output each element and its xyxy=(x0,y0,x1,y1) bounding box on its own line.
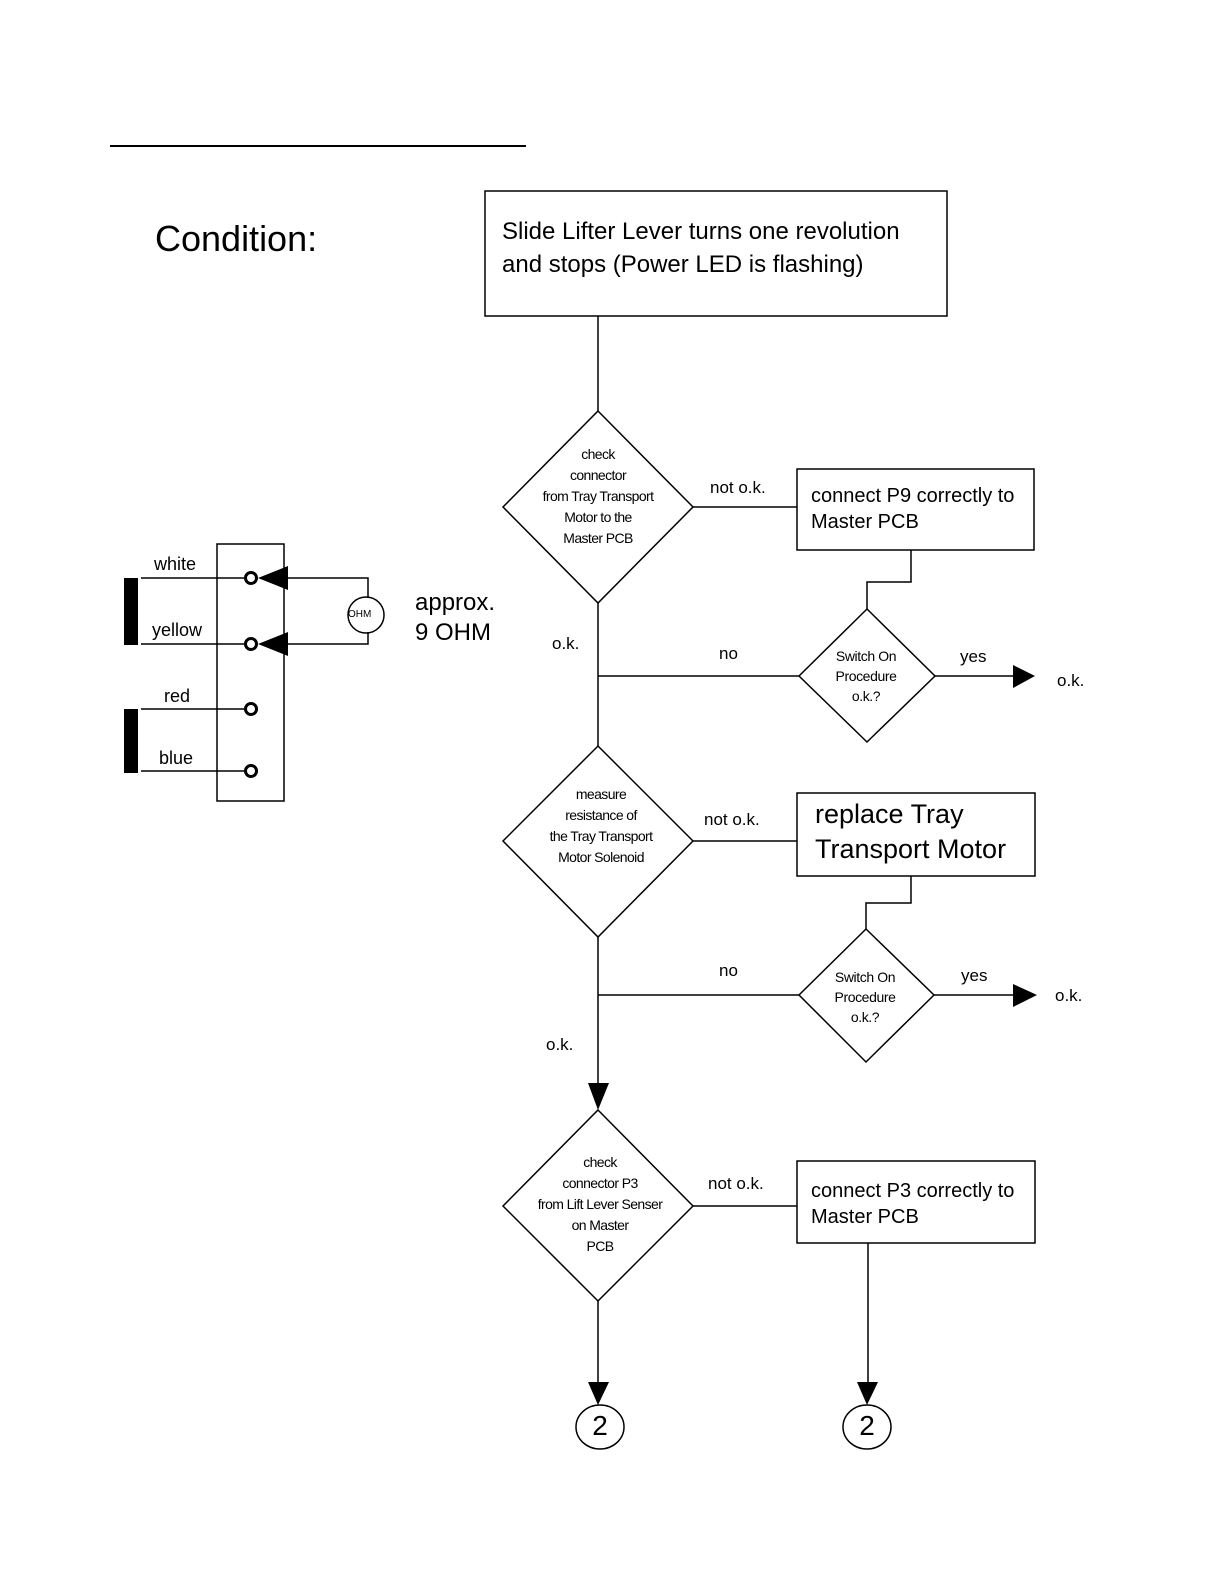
decision2-text: measure resistance of the Tray Transport… xyxy=(550,784,653,868)
diamond-line: connector xyxy=(569,467,627,483)
offpage-connector-left-label: 2 xyxy=(592,1410,608,1441)
offpage-connector-left xyxy=(575,1404,625,1450)
diamond-line: Master PCB xyxy=(563,530,633,546)
switch1-yes-label: yes xyxy=(960,647,987,666)
decision1-text: check connector from Tray Transport Moto… xyxy=(543,444,654,549)
diamond-line: connector P3 xyxy=(562,1175,638,1191)
start-box-line: and stops (Power LED is flashing) xyxy=(502,251,864,278)
decision3-no-label: not o.k. xyxy=(708,1174,764,1193)
decision1-yes-label: o.k. xyxy=(552,634,580,653)
arrow-head-right xyxy=(1013,665,1035,688)
probe-lead-bottom xyxy=(284,632,369,645)
switch1-result: o.k. xyxy=(1057,671,1085,690)
diamond-line: from Tray Transport xyxy=(542,488,654,504)
arrow-head-down xyxy=(588,1382,609,1405)
action3-box: connect P3 correctly to Master PCB xyxy=(811,1178,1014,1230)
diamond-line: measure xyxy=(575,786,627,802)
diamond-line: Procedure xyxy=(834,989,896,1005)
terminal-white xyxy=(244,571,258,585)
action-line: Master PCB xyxy=(811,1206,919,1228)
switch2-diamond xyxy=(797,927,936,1064)
switch2-text: Switch On Procedure o.k.? xyxy=(835,967,896,1027)
terminal-yellow xyxy=(244,637,258,651)
action-line: replace Tray xyxy=(815,799,964,829)
action2-to-switch2-line xyxy=(865,876,912,929)
decision2-yes-label: o.k. xyxy=(546,1035,574,1054)
action3-frame xyxy=(796,1160,1036,1244)
offpage-connector-right-label: 2 xyxy=(859,1410,875,1441)
diamond-line: PCB xyxy=(586,1238,615,1254)
diamond-line: check xyxy=(583,1154,617,1170)
diamond-line: Procedure xyxy=(835,668,897,684)
ohm-meter xyxy=(347,596,385,634)
switch1-diamond xyxy=(797,607,937,744)
diamond-line: Switch On xyxy=(834,969,896,985)
arrow-head-down xyxy=(857,1382,878,1405)
diamond-line: check xyxy=(581,446,615,462)
switch1-text: Switch On Procedure o.k.? xyxy=(836,646,897,706)
action2-box: replace Tray Transport Motor xyxy=(815,797,1006,867)
diamond-line: on Master xyxy=(571,1217,629,1233)
resistance-reading: approx. 9 OHM xyxy=(415,588,495,648)
action1-frame xyxy=(796,468,1035,551)
wire-label-yellow: yellow xyxy=(152,620,203,640)
start-box-line: Slide Lifter Lever turns one revolution xyxy=(502,218,900,245)
wire-label-white: white xyxy=(154,554,197,574)
decision3-text: check connector P3 from Lift Lever Sense… xyxy=(538,1152,663,1257)
diamond-line: resistance of xyxy=(565,807,637,823)
diamond-line: Motor to the xyxy=(564,509,632,525)
terminal-blue xyxy=(244,764,258,778)
diamond-line: o.k.? xyxy=(851,688,881,704)
arrow-head-down xyxy=(588,1083,609,1110)
cable-clamp xyxy=(124,709,138,773)
switch2-yes-label: yes xyxy=(961,966,988,985)
decision1-no-label: not o.k. xyxy=(710,478,766,497)
diamond-line: from Lift Lever Senser xyxy=(537,1196,663,1212)
reading-line: 9 OHM xyxy=(415,619,492,646)
action-line: connect P3 correctly to xyxy=(811,1180,1015,1202)
action-line: Transport Motor xyxy=(815,834,1007,864)
ohm-meter-label: OHM xyxy=(348,609,372,620)
action1-to-switch1-line xyxy=(866,550,912,609)
start-box: Slide Lifter Lever turns one revolution … xyxy=(502,215,900,281)
arrow-head-right xyxy=(1013,984,1037,1007)
connector-block xyxy=(216,543,285,802)
probe-tip xyxy=(258,566,288,590)
start-box-frame xyxy=(484,190,948,317)
terminal-red xyxy=(244,702,258,716)
cable-clamp xyxy=(124,578,138,645)
decision2-no-label: not o.k. xyxy=(704,810,760,829)
probe-tip xyxy=(258,632,288,656)
wire-label-blue: blue xyxy=(159,748,194,768)
action-line: Master PCB xyxy=(811,511,919,533)
action1-box: connect P9 correctly to Master PCB xyxy=(811,483,1014,535)
diamond-line: Motor Solenoid xyxy=(558,849,644,865)
diamond-line: Switch On xyxy=(835,648,897,664)
diamond-line: o.k.? xyxy=(850,1009,880,1025)
condition-heading: Condition: xyxy=(155,218,318,259)
switch1-no-label: no xyxy=(719,644,738,663)
switch2-no-label: no xyxy=(719,961,738,980)
reading-line: approx. xyxy=(415,589,496,616)
action-line: connect P9 correctly to xyxy=(811,485,1015,507)
diamond-line: the Tray Transport xyxy=(549,828,653,844)
wire-label-red: red xyxy=(164,686,191,706)
probe-lead-top xyxy=(284,577,369,598)
action2-frame xyxy=(796,792,1036,877)
switch2-result: o.k. xyxy=(1055,986,1083,1005)
